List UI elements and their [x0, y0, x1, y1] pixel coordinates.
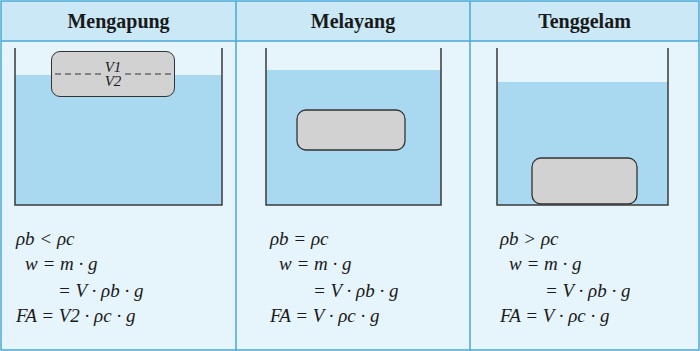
formula: ρb < ρc: [16, 228, 75, 250]
formula: = V · ρb · g: [545, 280, 630, 302]
column-line: [235, 1, 237, 351]
column-line: [469, 1, 471, 351]
beaker: [15, 48, 222, 205]
beaker: [266, 48, 441, 205]
formula: w = m · g: [509, 253, 581, 275]
table-header: [1, 1, 699, 41]
dashed-line: [125, 73, 171, 74]
volume-label: V2: [105, 73, 122, 90]
formula: FA = V · ρc · g: [500, 305, 610, 327]
column-heading: Tenggelam: [538, 10, 631, 33]
formula: = V · ρb · g: [58, 280, 143, 302]
column-heading: Mengapung: [67, 10, 169, 33]
formula: w = m · g: [25, 253, 97, 275]
beaker: [497, 48, 668, 205]
formula: ρb = ρc: [270, 228, 329, 250]
header-line: [1, 40, 699, 42]
formula: FA = V2 · ρc · g: [16, 305, 135, 327]
column-heading: Melayang: [311, 10, 395, 33]
hovering-object: [297, 110, 405, 150]
sunken-object: [532, 158, 637, 204]
formula: = V · ρb · g: [313, 280, 398, 302]
dashed-line: [55, 73, 101, 74]
water: [266, 70, 441, 205]
formula: ρb > ρc: [500, 228, 559, 250]
formula: FA = V · ρc · g: [270, 305, 380, 327]
formula: w = m · g: [279, 253, 351, 275]
water: [497, 82, 668, 205]
floating-object: V1V2: [51, 51, 175, 97]
